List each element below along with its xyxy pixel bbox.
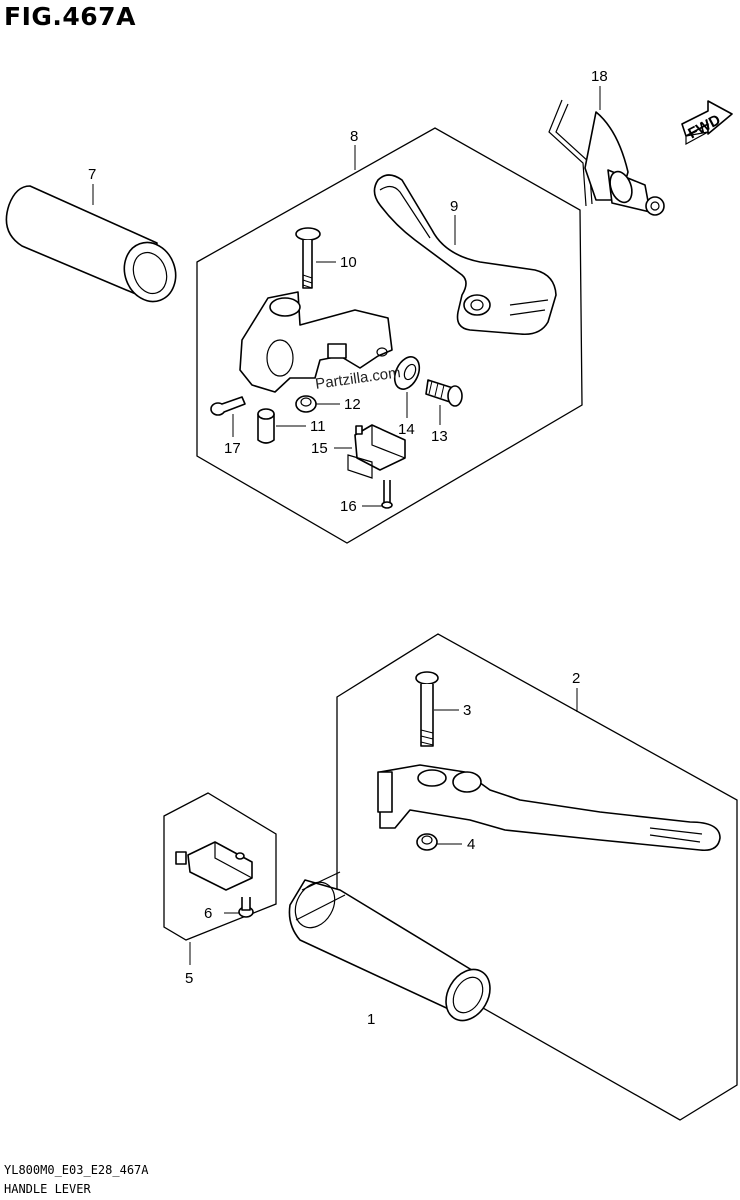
callout-2: 2: [572, 670, 580, 687]
callout-11: 11: [310, 418, 326, 435]
assembly-5-outline: [163, 792, 277, 941]
part-10-bolt: [295, 227, 321, 289]
part-16-screw: [381, 480, 393, 509]
callouts: 7 8 18 9 10 11 12 14 13 15 16 17 2 3 4 6…: [88, 68, 608, 1028]
part-14-adjuster: [393, 356, 421, 390]
part-18-cable: [548, 99, 665, 216]
part-7-grip: [5, 185, 177, 303]
callout-12: 12: [344, 396, 361, 413]
part-15-switch: [347, 424, 406, 479]
callout-1: 1: [367, 1011, 375, 1028]
figure-name: HANDLE LEVER: [4, 1182, 91, 1196]
part-11-collar: [257, 408, 275, 444]
callout-8: 8: [350, 128, 358, 145]
callout-9: 9: [450, 198, 458, 215]
callout-15: 15: [311, 440, 328, 457]
figure-title: FIG.467A: [4, 2, 136, 31]
part-2-brake-lever: [377, 764, 721, 852]
callout-17: 17: [224, 440, 241, 457]
callout-18: 18: [591, 68, 608, 85]
part-13-adjuster-bolt: [425, 379, 463, 407]
part-12-nut: [295, 395, 317, 413]
callout-10: 10: [340, 254, 357, 271]
fwd-arrow-icon: FWD: [681, 100, 733, 146]
part-1-throttle-grip: [288, 871, 491, 1022]
assembly-2-outline: [336, 633, 738, 1121]
leader-lines: [92, 86, 601, 965]
callout-14: 14: [398, 421, 415, 438]
figure-code: YL800M0_E03_E28_467A: [4, 1163, 149, 1177]
callout-5: 5: [185, 970, 193, 987]
callout-7: 7: [88, 166, 96, 183]
callout-3: 3: [463, 702, 471, 719]
part-8-bracket: [239, 291, 393, 393]
part-6-screw: [238, 897, 254, 918]
part-4-nut: [416, 833, 438, 851]
assembly-8-outline: [196, 127, 583, 544]
part-3-bolt: [415, 671, 439, 747]
callout-13: 13: [431, 428, 448, 445]
part-5-switch: [175, 841, 253, 891]
callout-4: 4: [467, 836, 475, 853]
callout-6: 6: [204, 905, 212, 922]
part-17-screw: [210, 396, 246, 416]
callout-16: 16: [340, 498, 357, 515]
part-9-clutch-lever: [373, 174, 557, 336]
